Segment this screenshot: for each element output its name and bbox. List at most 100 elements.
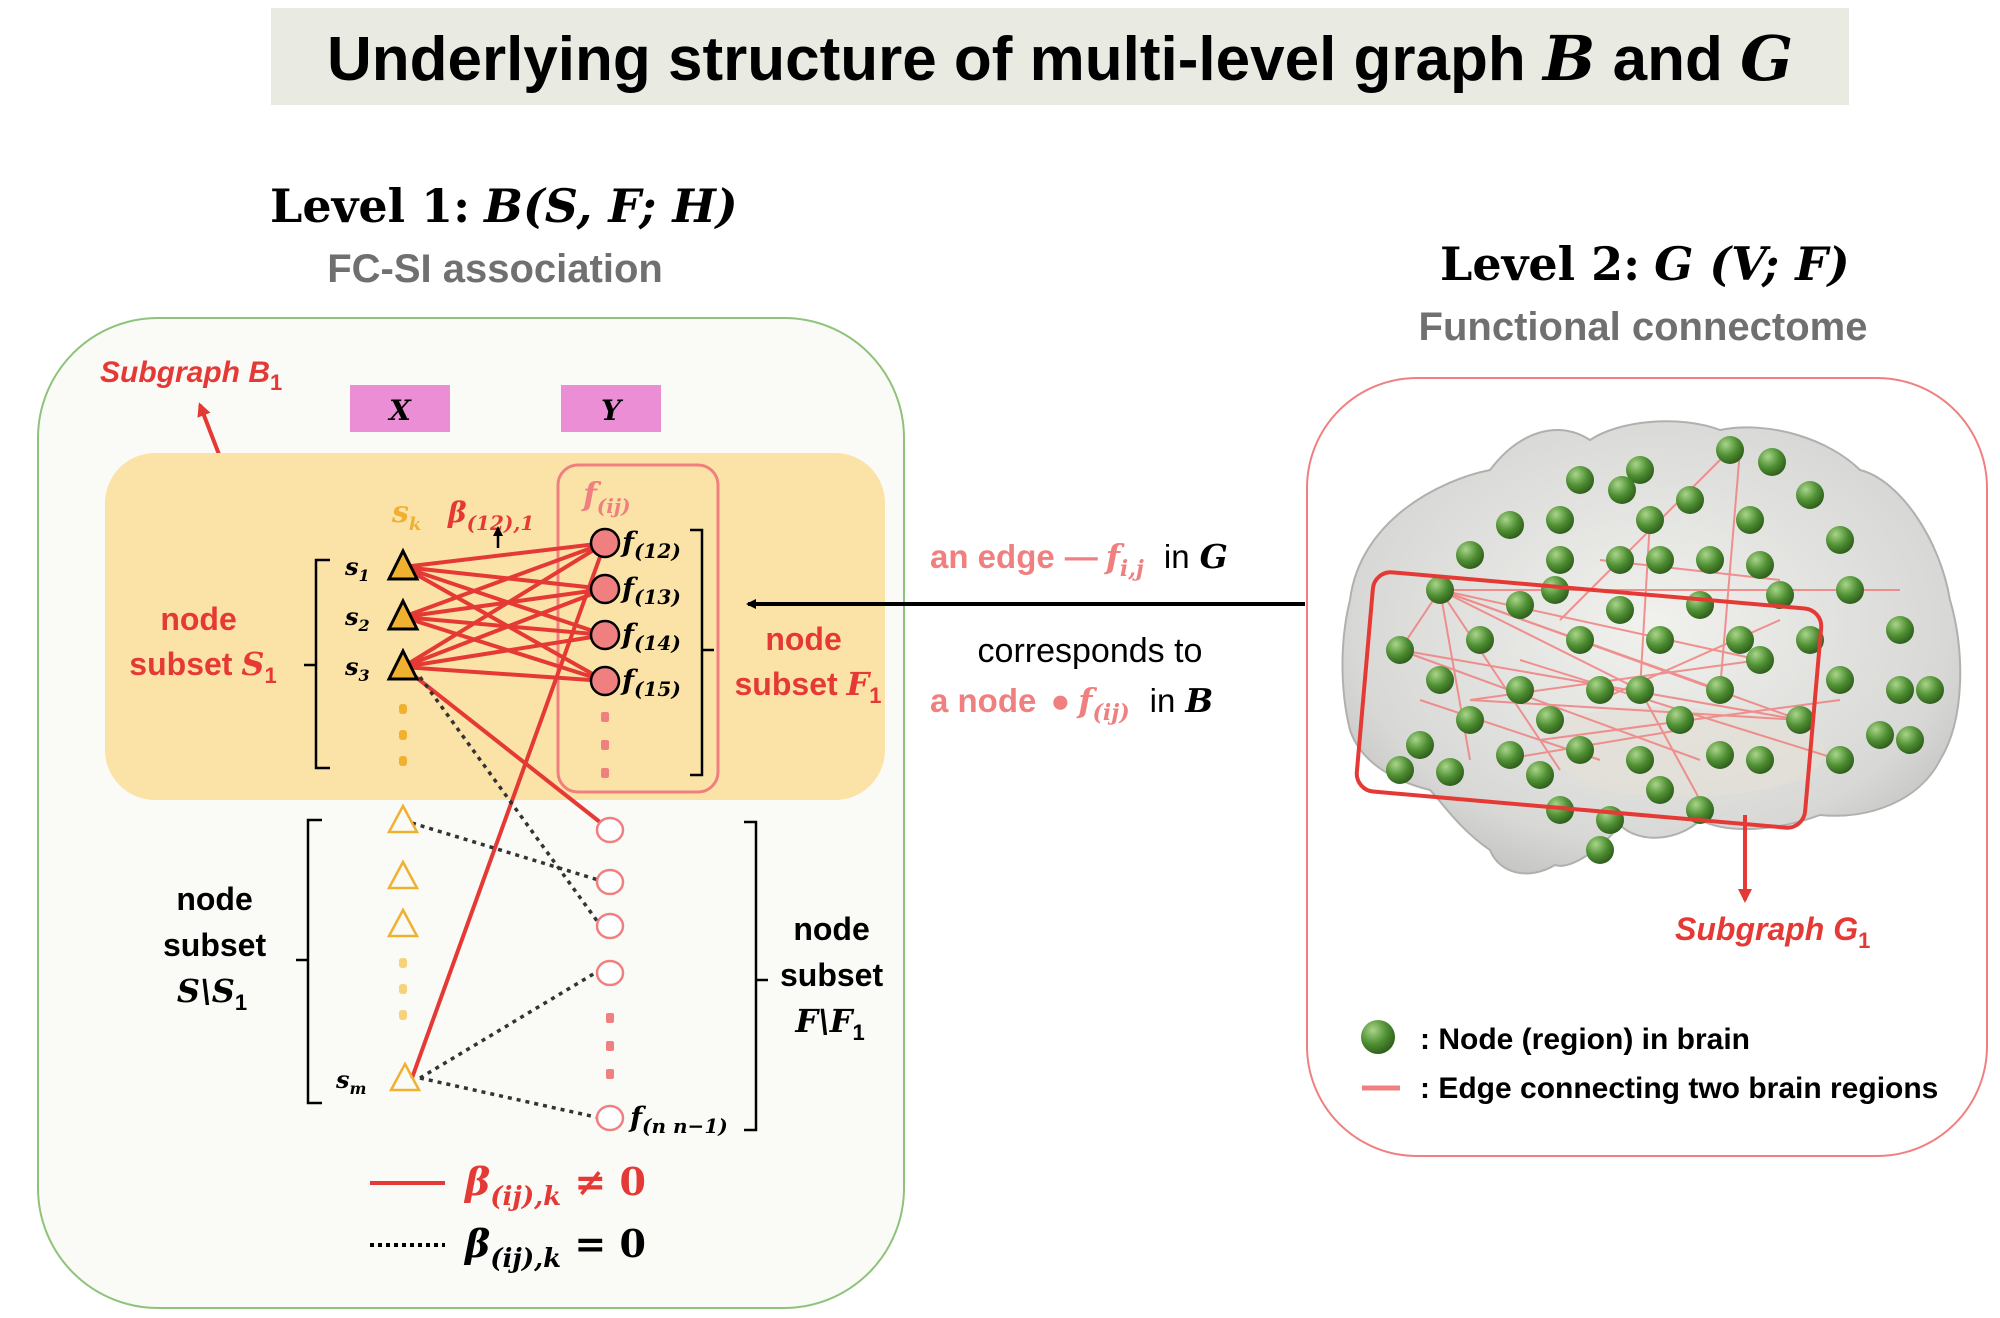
y-header-label: Y (601, 394, 624, 427)
brain-node (1766, 581, 1794, 609)
sk-label: sk (391, 495, 421, 535)
sm-label: sm (335, 1065, 366, 1098)
edge-dotted (419, 1076, 601, 1120)
brain-node (1608, 476, 1636, 504)
brain-node (1836, 576, 1864, 604)
f15-node-group: f(15) (589, 664, 681, 701)
edge (401, 665, 612, 832)
s3-node-group: s3 (344, 647, 420, 685)
brain-node (1606, 596, 1634, 624)
f13-node-group: f(13) (589, 572, 681, 609)
subgraph-g1-box (1354, 570, 1824, 830)
s-remaining-nodes (386, 803, 420, 938)
f15-label: f(15) (620, 664, 681, 701)
s-node-outline (386, 803, 420, 834)
legend-edge-label: : Edge connecting two brain regions (1420, 1072, 1938, 1105)
brain-edge (1439, 589, 1761, 661)
s2-node (386, 597, 420, 631)
brain-node (1916, 676, 1944, 704)
legend-node-icon (1361, 1020, 1395, 1054)
s1-node-group: s1 (344, 547, 420, 585)
brain-node (1826, 746, 1854, 774)
brain-node (1386, 756, 1414, 784)
level2-heading: Level 2:G (V; F) (1440, 237, 1850, 291)
brain-node (1506, 591, 1534, 619)
brain-node (1886, 616, 1914, 644)
brain-node (1886, 676, 1914, 704)
x-header-label: X (387, 394, 412, 427)
brain-node (1526, 761, 1554, 789)
y-header-box (561, 385, 661, 432)
s1-node (386, 547, 420, 581)
brain-node (1826, 526, 1854, 554)
brain-node (1426, 666, 1454, 694)
brain-node (1566, 736, 1594, 764)
brain-node (1796, 626, 1824, 654)
sm-node (388, 1061, 422, 1092)
s-node-outline (386, 859, 420, 890)
f-node-outline (595, 959, 625, 987)
brain-node (1706, 676, 1734, 704)
brain-node (1456, 706, 1484, 734)
brain-edge (1439, 589, 1801, 721)
brain-node (1676, 486, 1704, 514)
legend-zero-label: β(ij),k = 0 (463, 1221, 646, 1274)
brain-node (1626, 676, 1654, 704)
f12-node-group: f(12) (589, 526, 681, 563)
s3-label: s3 (344, 652, 370, 685)
edge-dotted (418, 675, 602, 927)
fij-label: f(ij) (581, 475, 631, 518)
node-subset-s1-label: node subset S1 (129, 601, 276, 688)
brain-edge (1639, 519, 1651, 691)
s-ellipsis-top (399, 704, 407, 766)
brain-node (1456, 541, 1484, 569)
edge (410, 542, 607, 1079)
x-header-box (350, 385, 450, 432)
s-node-outline (386, 907, 420, 938)
level1-heading: Level 1:B(S, F; H) (270, 179, 738, 233)
f-node-outline (595, 816, 625, 844)
f-node-outline (595, 868, 625, 896)
brain-node (1636, 506, 1664, 534)
level2-subtitle: Functional connectome (1419, 305, 1868, 349)
brain-node (1746, 746, 1774, 774)
edge-dotted (419, 968, 601, 1080)
brain-node (1546, 546, 1574, 574)
title-background (271, 8, 1849, 105)
brain-node (1746, 551, 1774, 579)
f15-node (589, 665, 621, 697)
brain-node (1626, 746, 1654, 774)
s-minus-bracket (306, 818, 322, 1105)
brain-node (1506, 676, 1534, 704)
f-ellipsis-top (601, 712, 609, 778)
f-last-node (595, 1104, 625, 1132)
brain-node (1786, 706, 1814, 734)
edge (402, 541, 606, 619)
brain-node (1566, 466, 1594, 494)
f14-node-group: f(14) (589, 618, 681, 655)
brain-node (1866, 721, 1894, 749)
brain-node (1566, 626, 1594, 654)
edge (402, 587, 606, 669)
brain-node (1586, 676, 1614, 704)
brain-node (1536, 706, 1564, 734)
brain-node (1686, 591, 1714, 619)
f12-label: f(12) (620, 526, 681, 563)
node-subset-f1-label: node subset F1 (735, 621, 882, 708)
legend-node-label: : Node (region) in brain (1420, 1023, 1750, 1056)
brain-node (1626, 456, 1654, 484)
f14-label: f(14) (620, 618, 681, 655)
brain-node (1496, 511, 1524, 539)
f-last-node-group: f(n n−1) (595, 1101, 728, 1138)
brain-node (1406, 731, 1434, 759)
brain-edge (1719, 449, 1741, 691)
f-ellipsis-bottom (606, 1013, 614, 1079)
f-minus-bracket (744, 820, 758, 1132)
brain-edge (1469, 699, 1801, 721)
f-node-outline (595, 912, 625, 940)
brain-node (1706, 741, 1734, 769)
brain-node (1646, 776, 1674, 804)
f-last-label: f(n n−1) (628, 1101, 728, 1138)
